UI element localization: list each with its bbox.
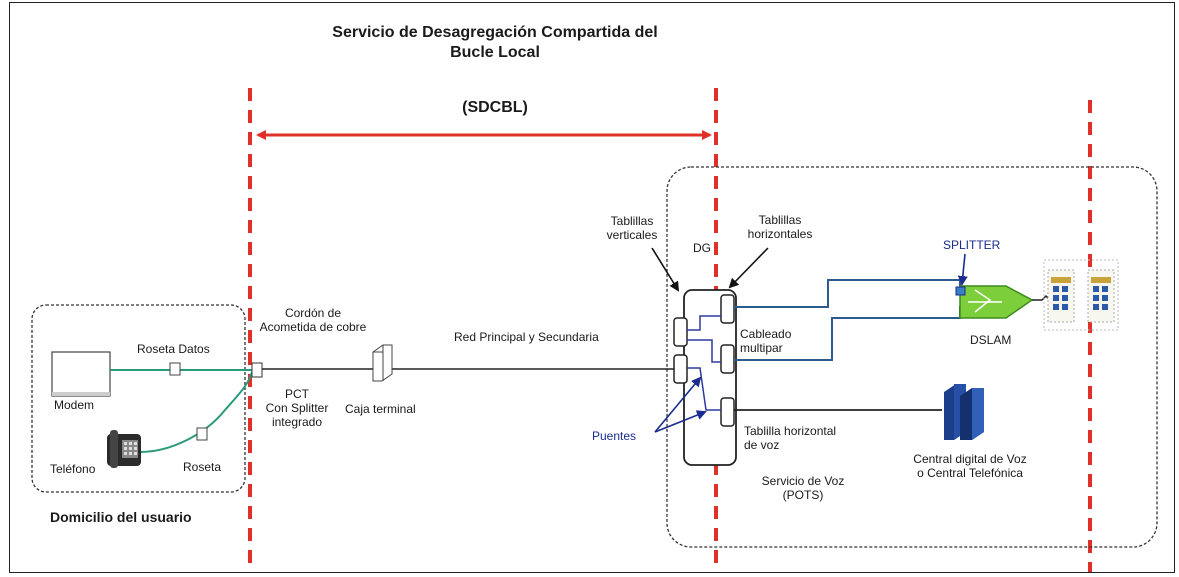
diagram-frame [9,2,1175,573]
label-dslam: DSLAM [970,333,1012,347]
title-line-1: Servicio de Desagregación Compartida del [332,24,658,41]
label-modem: Modem [54,398,95,412]
jumper-wire [687,339,721,363]
vertical-block [673,317,688,347]
label-domicilio: Domicilio del usuario [50,509,192,525]
diagram-title: Servicio de Desagregación Compartida del… [270,23,720,63]
horizontal-block [720,294,735,324]
title-line-2: Bucle Local [450,44,540,61]
data-line-to-splitter [734,279,961,308]
dslam-device [959,285,1034,319]
telephone-icon [107,430,141,468]
roseta-datos-socket [169,362,181,376]
horizontal-block [720,344,735,374]
port-panel [1087,269,1115,323]
label-servicio-voz: Servicio de Voz (POTS) [761,474,845,502]
vertical-block [673,354,688,384]
user-home-box [31,304,246,493]
label-red: Red Principal y Secundaria [454,330,599,344]
jumper-wire [687,367,721,411]
splitter-arrow [957,253,968,286]
arrow-horizontal [728,247,769,289]
label-cordon: Cordón de Acometida de cobre [259,306,367,334]
phone-cable [139,371,253,453]
modem-device [51,351,111,397]
roseta-socket [196,427,208,441]
label-pct: PCT Con Splitter integrado [265,387,329,429]
label-central: Central digital de Voz o Central Telefón… [913,452,1027,480]
puentes-arrow [654,376,702,433]
dslam-uplink [1032,294,1051,301]
label-caja-terminal: Caja terminal [345,402,416,416]
central-office-box [666,166,1158,548]
label-roseta-datos: Roseta Datos [137,342,210,356]
horizontal-block [720,397,735,427]
splitter-device [955,286,966,296]
label-tablillas-horizontales: Tablillas horizontales [747,213,813,241]
ports-enclosure [1043,259,1119,331]
label-splitter: SPLITTER [943,238,1001,252]
title-abbreviation: (SDCBL) [462,99,528,116]
label-puentes: Puentes [592,429,637,443]
pct-device [251,362,263,378]
label-tablillas-verticales: Tablillas verticales [606,214,658,242]
arrow-vertical [651,247,680,292]
jumper-wire [687,315,721,331]
label-dg: DG [693,241,711,255]
port-panel [1047,269,1075,323]
label-roseta: Roseta [183,460,222,474]
label-telefono: Teléfono [50,462,96,476]
puentes-arrow [654,410,707,433]
label-cableado: Cableado multipar [740,327,792,355]
caja-terminal-device [372,344,393,382]
server-icon [944,384,984,440]
label-tablilla-voz: Tablilla horizontal de voz [744,424,837,452]
